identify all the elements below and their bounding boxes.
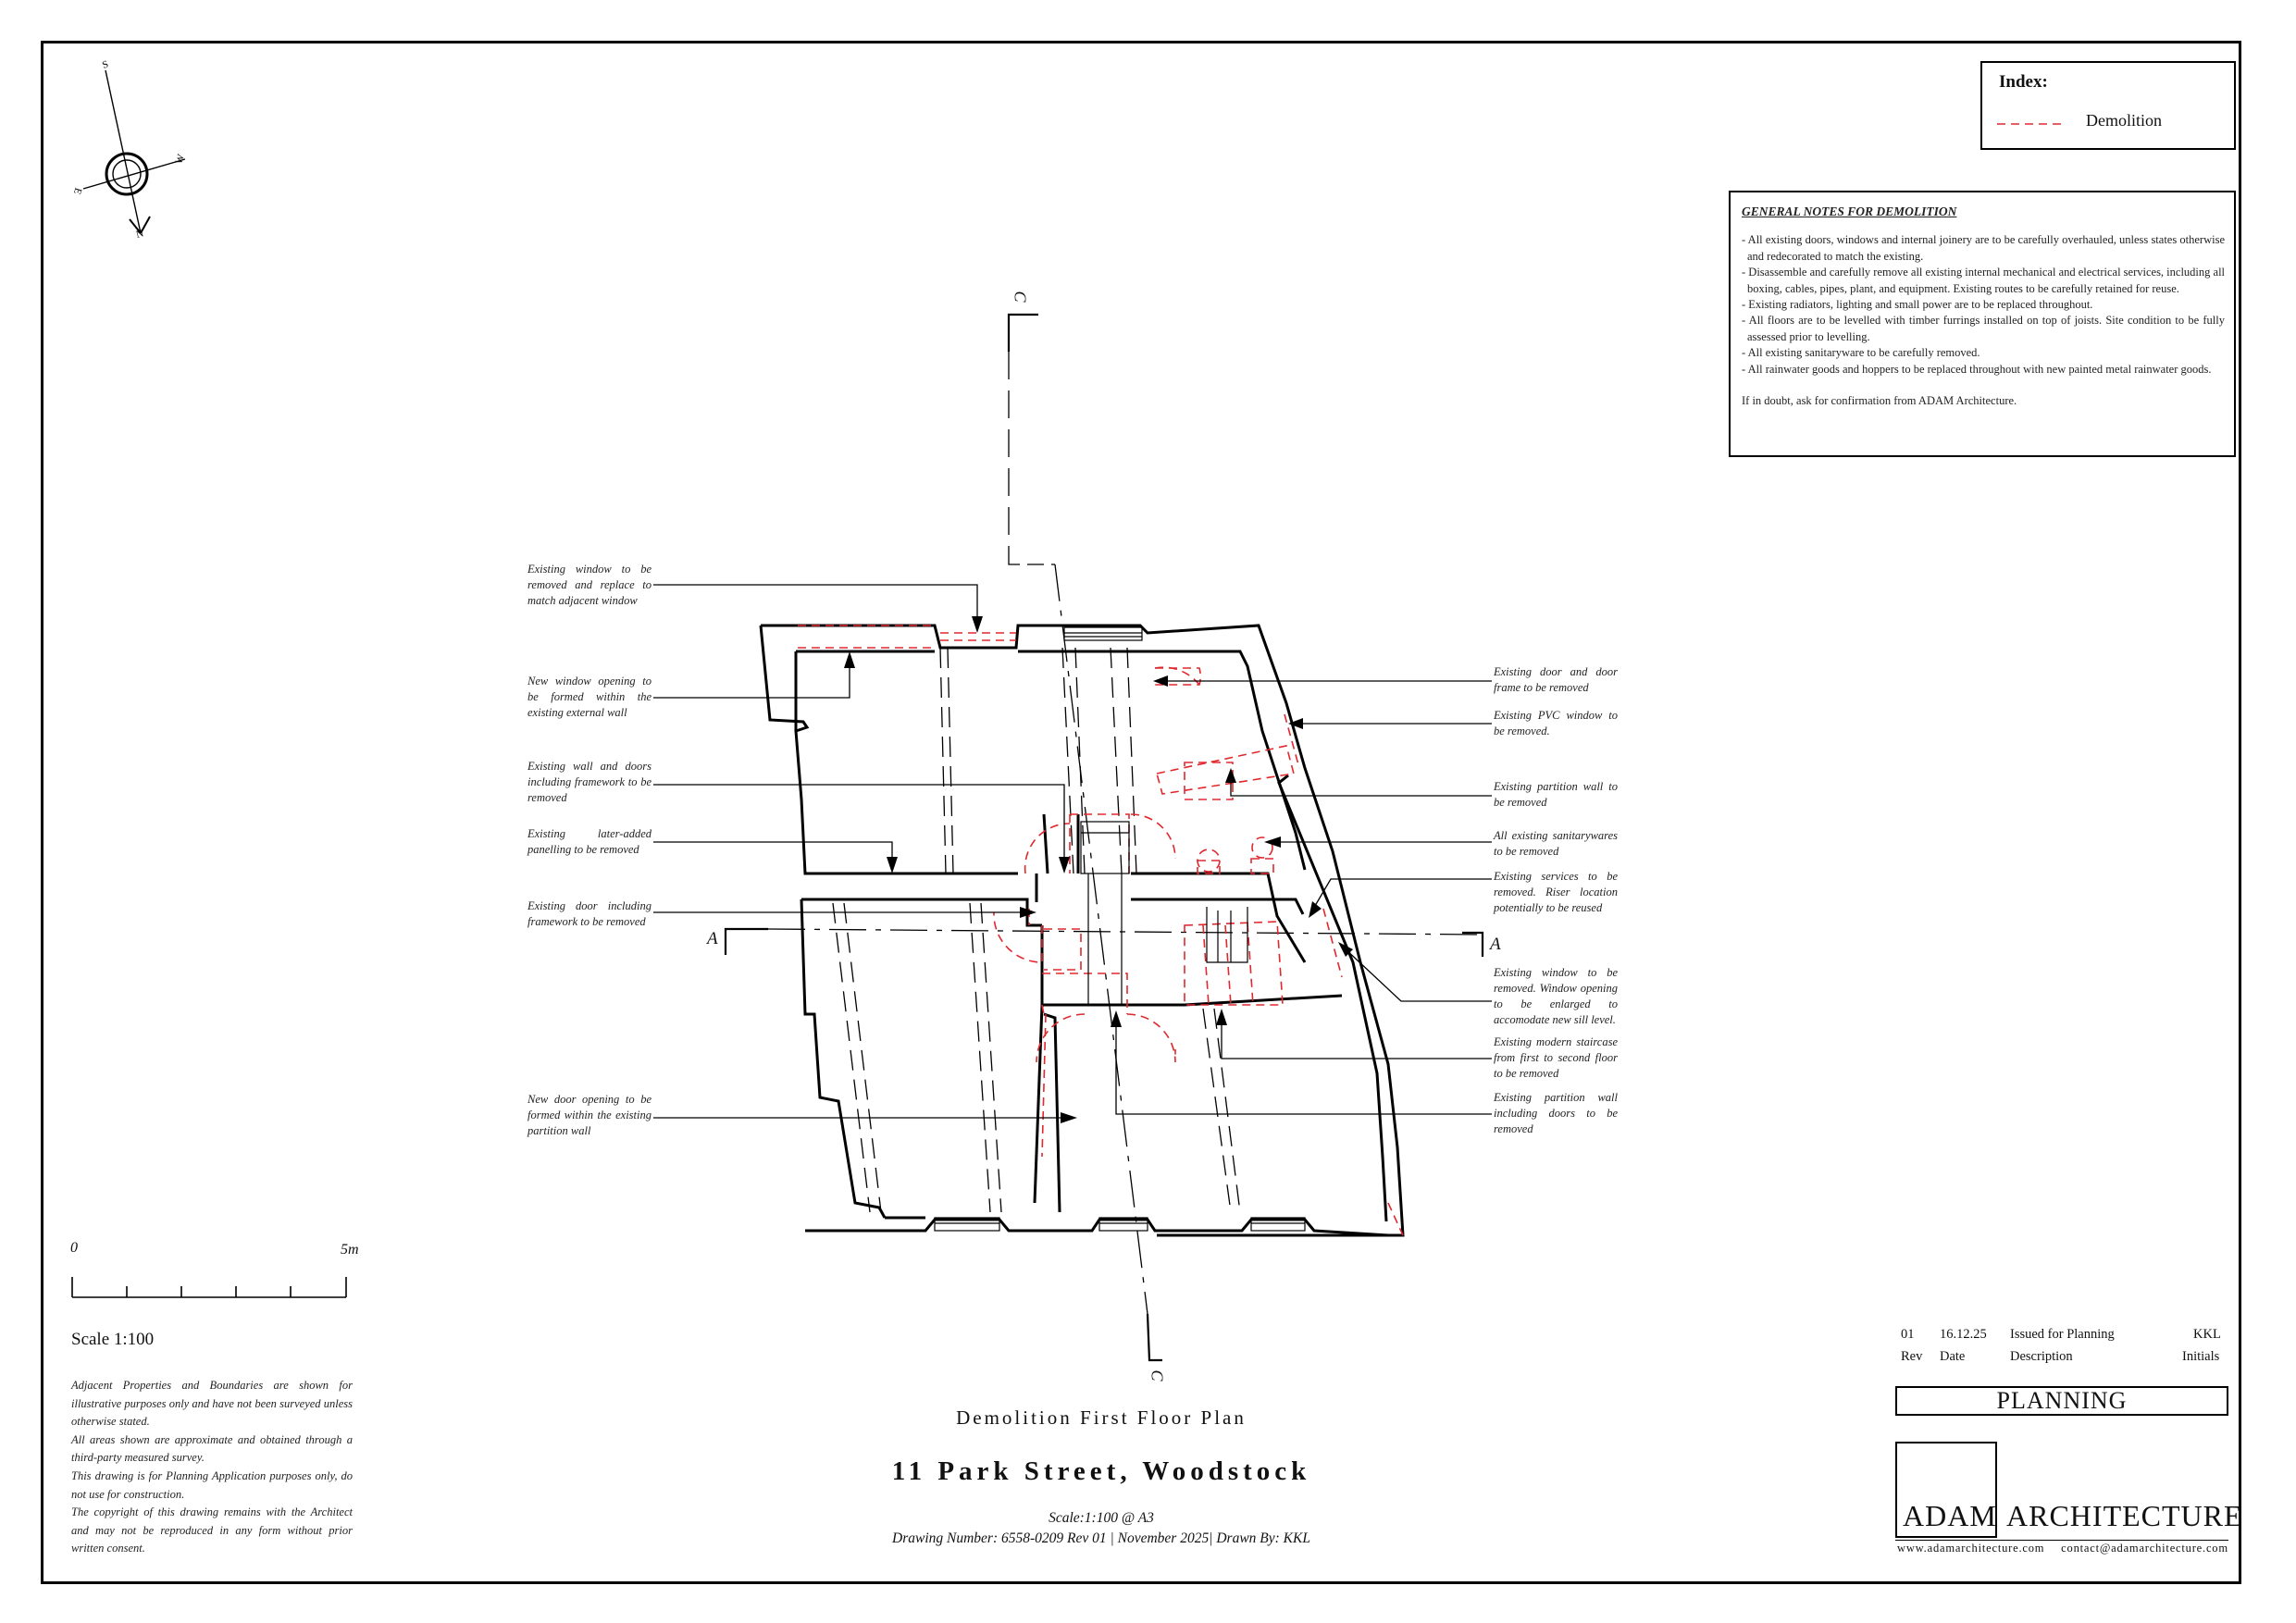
windows — [934, 626, 1306, 1232]
compass-n-label: N — [135, 228, 145, 241]
project-title: 11 Park Street, Woodstock — [891, 1456, 1311, 1486]
annotation-right: Existing partition wall to be removed — [1494, 780, 1618, 809]
scale-bar-start-label: 0 — [70, 1240, 78, 1256]
existing-walls — [759, 624, 1405, 1237]
annotation-leaders — [653, 584, 1492, 1119]
index-title: Index: — [1999, 72, 2048, 92]
annotation-left: Existing window to be removed and replac… — [527, 563, 652, 607]
section-lines — [724, 313, 1484, 1362]
revision-header-date: Date — [1940, 1349, 1966, 1364]
leader-arrowheads — [844, 616, 1353, 1123]
drawing-info: Drawing Number: 6558-0209 Rev 01 | Novem… — [892, 1530, 1310, 1546]
stair-detail — [1080, 821, 1248, 1005]
section-mark-a-left: A — [707, 929, 718, 948]
revision-header-rev: Rev — [1901, 1349, 1923, 1364]
general-note-item: - All existing doors, windows and intern… — [1742, 233, 2225, 263]
company-name-left: ADAM — [1903, 1499, 1997, 1532]
disclaimer-notes: Adjacent Properties and Boundaries are s… — [71, 1377, 353, 1558]
company-divider — [1895, 1540, 2228, 1541]
compass-w-label: W — [173, 153, 187, 166]
revision-number: 01 — [1901, 1327, 1915, 1342]
legend-demolition-label: Demolition — [2086, 111, 2162, 130]
section-mark-a-right: A — [1490, 935, 1501, 954]
disclaimer-line: The copyright of this drawing remains wi… — [71, 1505, 353, 1555]
revision-initials: KKL — [2193, 1327, 2221, 1342]
general-note-item: - Disassemble and carefully remove all e… — [1742, 266, 2226, 295]
general-note-item: - All existing sanitaryware to be carefu… — [1742, 346, 1980, 360]
demolition-line-icon — [1997, 123, 2066, 125]
compass-icon: S W E N — [71, 58, 187, 241]
general-notes-panel: GENERAL NOTES FOR DEMOLITION - All exist… — [1729, 191, 2236, 457]
annotation-right: Existing partition wall including doors … — [1494, 1091, 1618, 1135]
scale-bar — [71, 1277, 347, 1298]
annotation-right: Existing services to be removed. Riser l… — [1494, 870, 1618, 914]
general-note-item: - All floors are to be levelled with tim… — [1742, 314, 2225, 343]
annotation-right: Existing PVC window to be removed. — [1494, 709, 1618, 737]
compass-e-label: E — [71, 186, 84, 195]
disclaimer-line: This drawing is for Planning Application… — [71, 1468, 353, 1501]
revision-header-description: Description — [2010, 1349, 2073, 1364]
annotation-right: All existing sanitarywares to be removed — [1494, 829, 1618, 858]
section-mark-c-top: C — [1011, 291, 1030, 303]
compass-s-label: S — [101, 58, 110, 70]
company-logo-box — [1895, 1442, 1997, 1538]
drawing-name: Demolition First Floor Plan — [956, 1406, 1247, 1429]
annotation-left: Existing wall and doors including framew… — [527, 760, 652, 804]
drawing-frame — [41, 41, 2241, 1584]
general-note-item: - All rainwater goods and hoppers to be … — [1742, 362, 2212, 376]
annotation-right: Existing modern staircase from first to … — [1494, 1035, 1618, 1080]
status-badge: PLANNING — [1895, 1386, 2228, 1416]
revision-date: 16.12.25 — [1940, 1327, 1987, 1342]
annotation-left: Existing door including framework to be … — [527, 899, 652, 928]
annotation-right: Existing door and door frame to be remov… — [1494, 665, 1618, 694]
company-email: contact@adamarchitecture.com — [2061, 1542, 2228, 1555]
annotation-left: New window opening to be formed within t… — [527, 675, 652, 719]
general-notes-footer: If in doubt, ask for confirmation from A… — [1742, 394, 2017, 408]
general-notes-heading: GENERAL NOTES FOR DEMOLITION — [1742, 204, 1957, 218]
section-mark-c-bottom: C — [1148, 1369, 1167, 1381]
annotation-left: Existing later-added panelling to be rem… — [527, 827, 652, 856]
company-name-right: ARCHITECTURE — [2006, 1499, 2243, 1532]
company-website: www.adamarchitecture.com — [1897, 1542, 2045, 1555]
scale-label: Scale 1:100 — [71, 1330, 155, 1349]
annotation-left: New door opening to be formed within the… — [527, 1093, 652, 1137]
scale-bar-end-label: 5m — [341, 1242, 359, 1258]
disclaimer-line: All areas shown are approximate and obta… — [71, 1432, 353, 1465]
annotation-right: Existing window to be removed. Window op… — [1494, 966, 1618, 1026]
revision-description: Issued for Planning — [2010, 1327, 2115, 1342]
index-legend: Index: Demolition — [1980, 61, 2236, 150]
drawing-scale: Scale:1:100 @ A3 — [1049, 1510, 1154, 1526]
demolition-elements — [798, 625, 1404, 1236]
structural-dashed-lines — [832, 647, 1241, 1213]
general-note-item: - Existing radiators, lighting and small… — [1742, 298, 2093, 312]
company-contact: www.adamarchitecture.com contact@adamarc… — [1897, 1542, 2228, 1555]
revision-header-initials: Initials — [2182, 1349, 2220, 1364]
disclaimer-line: Adjacent Properties and Boundaries are s… — [71, 1379, 353, 1429]
